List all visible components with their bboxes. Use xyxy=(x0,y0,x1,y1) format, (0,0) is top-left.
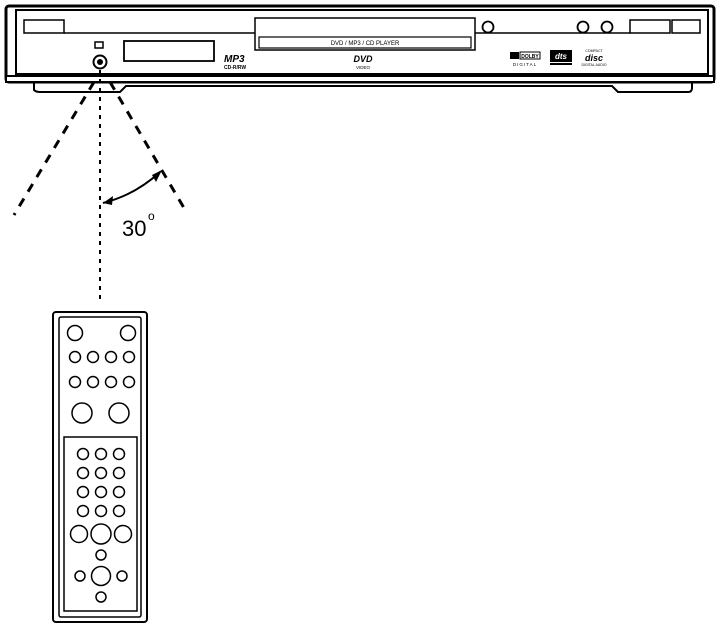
remote-number-button[interactable] xyxy=(94,485,108,499)
remote-button[interactable] xyxy=(86,350,100,364)
standby-indicator xyxy=(94,41,104,49)
display-window xyxy=(123,40,215,62)
remote-number-button[interactable] xyxy=(76,466,90,480)
remote-button[interactable] xyxy=(68,375,82,389)
remote-large-button-right[interactable] xyxy=(108,402,130,424)
remote-open-close-button[interactable] xyxy=(119,324,137,342)
top-right-trim-2 xyxy=(671,19,701,34)
remote-number-button[interactable] xyxy=(94,466,108,480)
remote-nav-up-button[interactable] xyxy=(95,549,107,561)
dvd-player: DVD / MP3 / CD PLAYER MP3 CD-R/RW DVD VI… xyxy=(4,4,716,93)
top-right-trim-1 xyxy=(629,19,671,34)
remote-number-pad xyxy=(76,447,126,518)
remote-number-button[interactable] xyxy=(112,466,126,480)
dvd-logo: DVD xyxy=(353,54,373,64)
angle-label: 30 xyxy=(122,216,146,241)
mp3-logo: MP3 xyxy=(224,54,245,65)
remote-number-button[interactable] xyxy=(112,485,126,499)
tray-label: DVD / MP3 / CD PLAYER xyxy=(331,41,400,47)
degree-symbol: o xyxy=(148,209,155,223)
svg-text:DOLBY: DOLBY xyxy=(521,54,539,60)
remote-nav-down-button[interactable] xyxy=(95,591,107,603)
dts-logo: dts xyxy=(550,50,572,65)
remote-power-button[interactable] xyxy=(66,324,84,342)
dolby-logo: DOLBY DIGITAL xyxy=(510,51,541,67)
remote-large-button-left[interactable] xyxy=(71,402,93,424)
top-left-trim xyxy=(23,19,65,34)
remote-button[interactable] xyxy=(104,350,118,364)
remote-enter-button[interactable] xyxy=(90,565,112,587)
open-close-button[interactable] xyxy=(481,20,495,34)
svg-text:COMPACT: COMPACT xyxy=(585,49,603,53)
digital-label: DIGITAL xyxy=(513,62,537,67)
video-label: VIDEO xyxy=(356,65,371,70)
arc-arrow-right xyxy=(152,170,162,182)
remote-lower-panel xyxy=(63,436,138,612)
compact-disc-logo: COMPACT disc DIGITAL AUDIO xyxy=(581,49,606,67)
remote-number-button[interactable] xyxy=(112,447,126,461)
remote-button[interactable] xyxy=(86,375,100,389)
remote-button[interactable] xyxy=(104,375,118,389)
cdrw-label: CD-R/RW xyxy=(224,65,246,71)
remote-face xyxy=(58,316,142,618)
signal-lines: 30 o xyxy=(12,70,186,300)
arc-arrow-left xyxy=(103,196,113,205)
remote-button[interactable] xyxy=(122,350,136,364)
player-feet xyxy=(33,82,693,93)
remote-button[interactable] xyxy=(116,570,128,582)
remote-number-button[interactable] xyxy=(76,504,90,518)
left-boundary-line xyxy=(12,81,96,216)
remote-number-button[interactable] xyxy=(94,504,108,518)
remote-number-button[interactable] xyxy=(76,447,90,461)
remote-nav-center-button[interactable] xyxy=(90,523,112,545)
remote-button[interactable] xyxy=(74,570,86,582)
player-bottom-bezel xyxy=(5,75,715,83)
remote-upper-buttons xyxy=(66,324,137,424)
remote-navigation xyxy=(69,523,133,603)
svg-text:dts: dts xyxy=(555,52,568,61)
remote-button[interactable] xyxy=(68,350,82,364)
remote-button[interactable] xyxy=(122,375,136,389)
remote-nav-right-button[interactable] xyxy=(113,524,133,544)
remote-number-button[interactable] xyxy=(112,504,126,518)
player-front-panel xyxy=(15,9,709,75)
remote-nav-left-button[interactable] xyxy=(69,524,89,544)
remote-number-button[interactable] xyxy=(94,447,108,461)
play-button[interactable] xyxy=(576,20,590,34)
svg-text:disc: disc xyxy=(585,53,603,63)
disc-tray: DVD / MP3 / CD PLAYER xyxy=(254,17,476,51)
stop-button[interactable] xyxy=(600,20,614,34)
ir-sensor-lens xyxy=(97,59,103,65)
right-boundary-line xyxy=(108,81,186,209)
svg-text:DIGITAL AUDIO: DIGITAL AUDIO xyxy=(581,63,606,67)
remote-control xyxy=(52,311,148,623)
ir-sensor xyxy=(92,54,108,70)
remote-number-button[interactable] xyxy=(76,485,90,499)
